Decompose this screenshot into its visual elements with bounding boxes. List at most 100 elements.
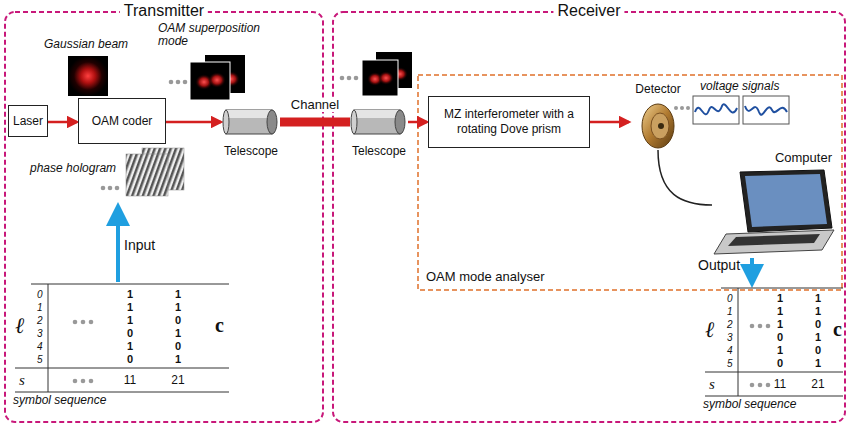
cylinder-end bbox=[395, 110, 405, 134]
label: 4 bbox=[727, 344, 733, 357]
telescope: Telescope bbox=[222, 108, 280, 158]
node-text: Computer bbox=[775, 150, 832, 165]
cylinder-body bbox=[226, 110, 272, 134]
beam-arrow bbox=[408, 121, 427, 124]
voltage-signals bbox=[674, 96, 789, 124]
table-cell: 0 bbox=[815, 344, 821, 357]
label: c bbox=[833, 318, 842, 340]
node-text: OAM mode analyser bbox=[426, 269, 545, 284]
coder-box: OAM coder bbox=[78, 98, 166, 144]
code-table bbox=[705, 288, 843, 396]
telescope: Telescope bbox=[350, 108, 408, 158]
table-cell: 1 bbox=[127, 301, 133, 314]
detector-center bbox=[658, 123, 664, 129]
label: symbol sequence bbox=[13, 394, 106, 407]
label: ℓ bbox=[705, 318, 714, 342]
connector-wire bbox=[658, 150, 712, 205]
label: 3 bbox=[37, 327, 43, 340]
cylinder-shade bbox=[354, 110, 400, 118]
table-cell: 1 bbox=[777, 305, 783, 318]
table-cell: 1 bbox=[777, 292, 783, 305]
table-cell: 0 bbox=[127, 353, 133, 366]
node-text: OAM coder bbox=[82, 114, 162, 129]
label: symbol sequence bbox=[703, 398, 796, 411]
table-cell: 1 bbox=[175, 288, 181, 301]
node-text: Transmitter bbox=[120, 2, 208, 20]
label: 21 bbox=[811, 378, 824, 391]
node-text: Detector bbox=[635, 82, 680, 96]
label: 5 bbox=[37, 353, 43, 366]
laptop-screen bbox=[740, 170, 832, 232]
node-text: Receiver bbox=[553, 2, 624, 20]
label: Gaussian beam bbox=[44, 38, 128, 51]
telescope-shape bbox=[222, 108, 280, 138]
label: 5 bbox=[727, 357, 733, 370]
mode-images bbox=[169, 55, 245, 100]
table-cell: 0 bbox=[175, 314, 181, 327]
region: ReceiverTelescopeOAM mode analyserMZ int… bbox=[333, 12, 845, 422]
cylinder-shade bbox=[226, 110, 272, 118]
beam-arrow bbox=[166, 121, 221, 124]
table-cell: 1 bbox=[815, 305, 821, 318]
beam-arrow bbox=[48, 121, 77, 124]
table-cell: 1 bbox=[127, 340, 133, 353]
label: phase hologram bbox=[30, 162, 116, 175]
detector: Detector bbox=[630, 82, 686, 150]
table-cell: 1 bbox=[127, 314, 133, 327]
label: 1 bbox=[727, 305, 733, 318]
received-images bbox=[340, 52, 412, 96]
table-cell: 1 bbox=[175, 301, 181, 314]
analyser-region: OAM mode analyser MZ interferometer with … bbox=[418, 75, 842, 290]
laptop-base bbox=[714, 230, 834, 254]
output-arrow bbox=[750, 258, 754, 276]
interferometer-box: MZ interferometer with a rotating Dove p… bbox=[428, 96, 590, 148]
table-cell: 1 bbox=[175, 353, 181, 366]
node-text: Telescope bbox=[352, 144, 406, 158]
laser-box: Laser bbox=[8, 105, 48, 137]
node-text: MZ interferometer with a rotating Dove p… bbox=[433, 107, 585, 137]
label: 0 bbox=[37, 288, 43, 301]
table-cell: 1 bbox=[175, 327, 181, 340]
table-cell: 1 bbox=[127, 288, 133, 301]
label: 11 bbox=[774, 378, 786, 391]
cylinder-body bbox=[354, 110, 400, 134]
table-cell: 0 bbox=[127, 327, 133, 340]
label: s bbox=[709, 376, 715, 393]
table-cell: 1 bbox=[815, 292, 821, 305]
node-text: Laser bbox=[12, 114, 44, 129]
table-cell: 1 bbox=[777, 318, 783, 331]
table-cell: 1 bbox=[815, 331, 821, 344]
label: 0 bbox=[727, 292, 733, 305]
node-text: Telescope bbox=[224, 144, 278, 158]
detector-rim bbox=[642, 104, 674, 148]
label: 21 bbox=[171, 374, 184, 387]
laptop-display bbox=[745, 174, 827, 227]
table-dots bbox=[750, 324, 771, 388]
code-table bbox=[15, 284, 229, 392]
label: Input bbox=[124, 238, 155, 253]
cylinder-end bbox=[223, 110, 229, 134]
label: s bbox=[19, 372, 25, 389]
label: voltage signals bbox=[700, 80, 779, 93]
input-arrow bbox=[116, 214, 120, 282]
label: c bbox=[215, 314, 224, 336]
receiver-outline bbox=[333, 12, 845, 422]
table-cell: 0 bbox=[815, 318, 821, 331]
region: TransmitterLaserOAM coderTelescope bbox=[5, 12, 323, 422]
label: OAM superposition mode bbox=[158, 22, 268, 48]
label: 1 bbox=[37, 301, 43, 314]
detector-face bbox=[651, 113, 669, 139]
beam-image bbox=[68, 56, 108, 96]
laptop-keys bbox=[728, 234, 820, 246]
table-dots bbox=[73, 320, 94, 384]
analyser-outline bbox=[418, 75, 842, 290]
computer: Computer bbox=[712, 150, 838, 255]
table-cell: 0 bbox=[777, 357, 783, 370]
edge-label: Channel bbox=[289, 98, 341, 112]
channel-beam bbox=[280, 118, 350, 127]
cylinder-end bbox=[267, 110, 277, 134]
laptop-shape bbox=[712, 150, 838, 255]
label: ℓ bbox=[15, 314, 24, 338]
table-cell: 1 bbox=[815, 357, 821, 370]
